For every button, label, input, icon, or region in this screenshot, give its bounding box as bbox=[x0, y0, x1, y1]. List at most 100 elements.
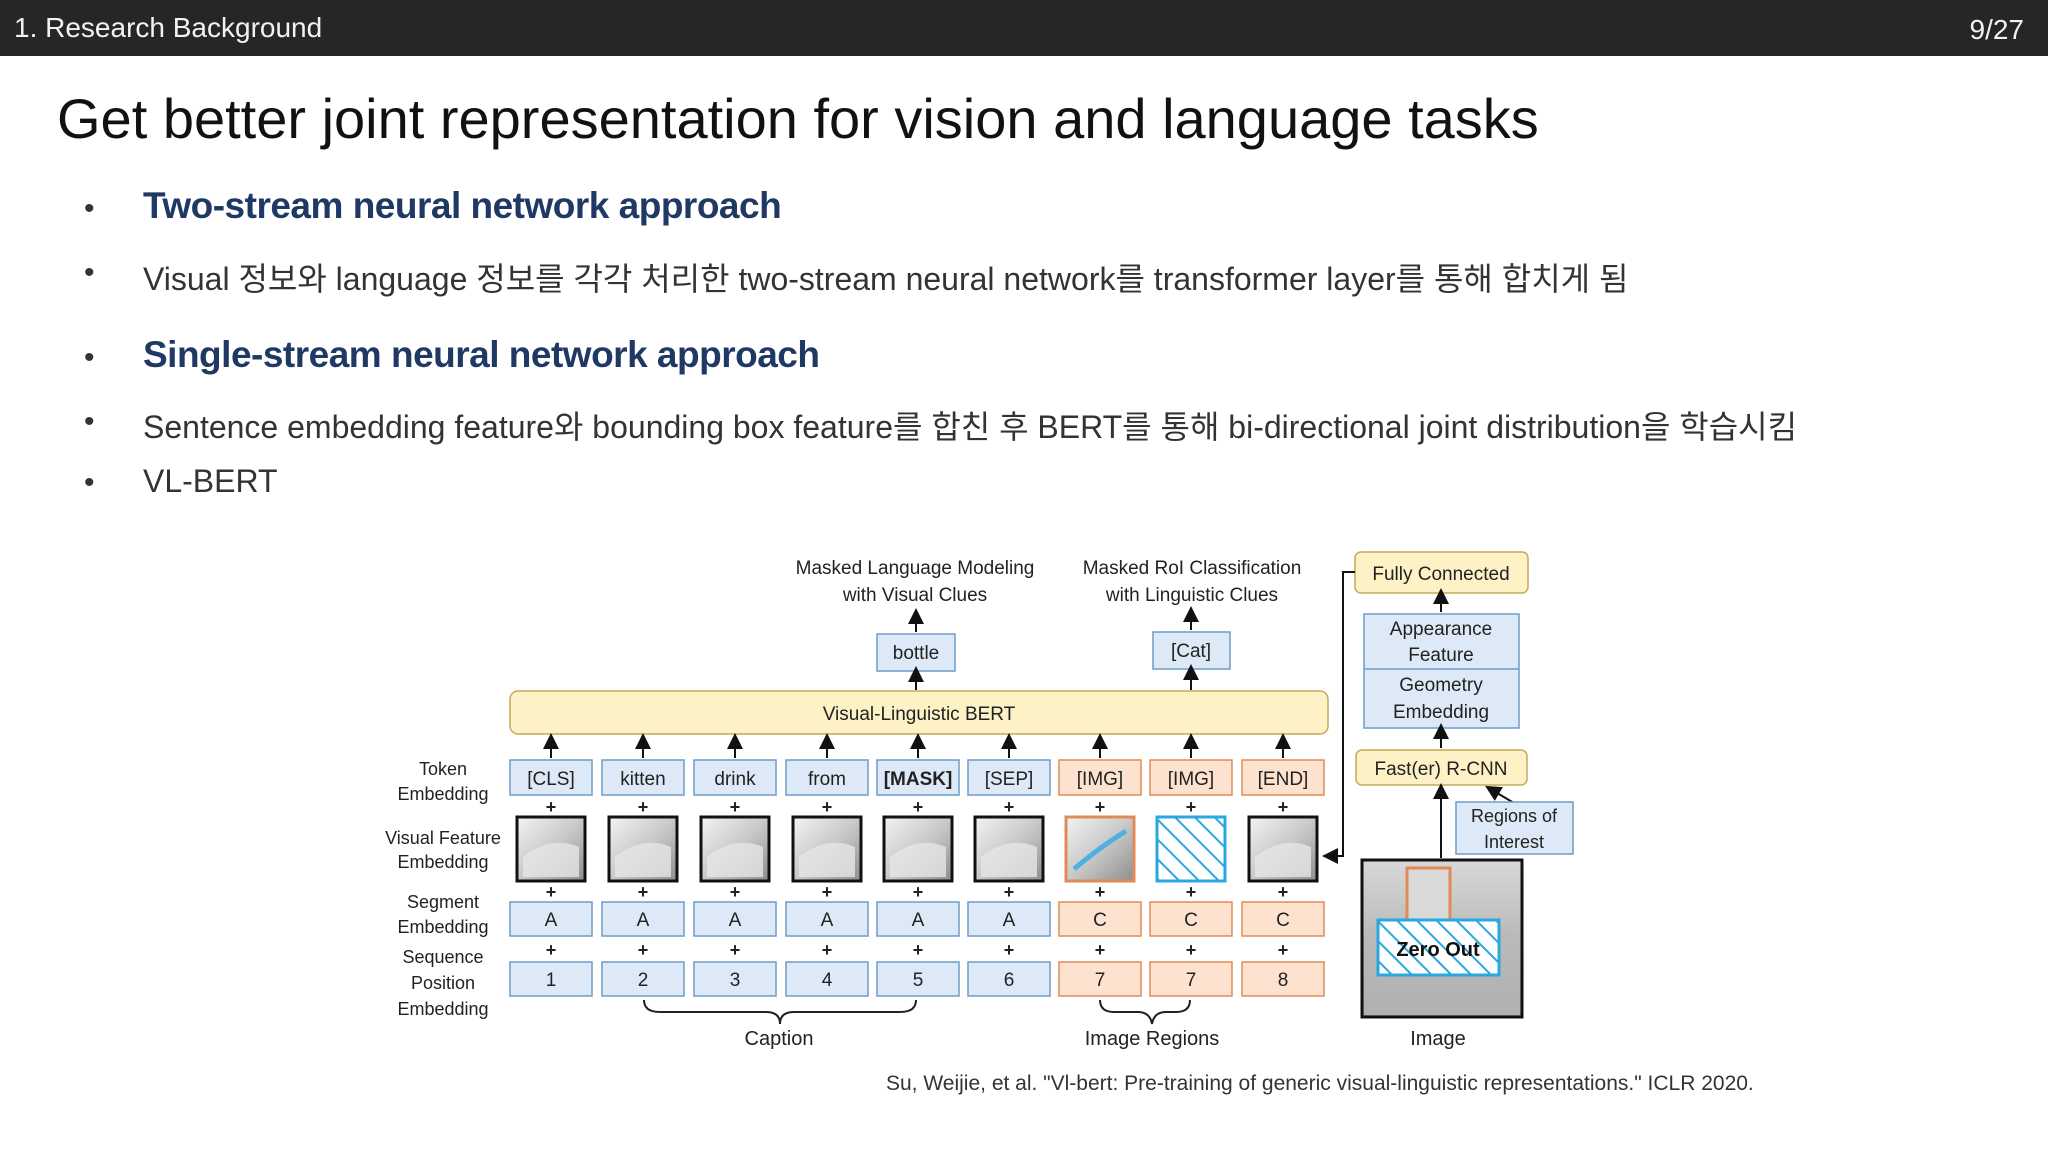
roi-line1: Regions of bbox=[1471, 806, 1558, 826]
position-box bbox=[1241, 961, 1325, 997]
token-box bbox=[601, 759, 685, 796]
plus-sign: + bbox=[1186, 797, 1197, 817]
visual-feature-detail bbox=[890, 842, 946, 877]
plus-sign: + bbox=[1004, 882, 1015, 902]
row-label-segment-2: Embedding bbox=[397, 917, 488, 937]
plus-sign: + bbox=[1095, 797, 1106, 817]
slide-title: Get better joint representation for visi… bbox=[57, 87, 1539, 150]
token-box bbox=[967, 759, 1051, 796]
position-box bbox=[693, 961, 777, 997]
visual-feature-thumbnail bbox=[1064, 815, 1136, 883]
plus-sign: + bbox=[1278, 797, 1289, 817]
visual-feature-detail bbox=[799, 842, 855, 877]
row-label-position-1: Sequence bbox=[402, 947, 483, 967]
segment-label: A bbox=[545, 910, 558, 931]
bullet-vl-bert: VL-BERT bbox=[143, 463, 278, 499]
visual-feature-detail bbox=[1255, 842, 1311, 877]
image-caption: Image bbox=[1410, 1028, 1466, 1050]
segment-label: C bbox=[1276, 910, 1290, 931]
mlm-heading-line1: Masked Language Modeling bbox=[796, 558, 1035, 579]
plus-sign: + bbox=[1004, 940, 1015, 960]
mlm-heading-line2: with Visual Clues bbox=[842, 585, 987, 606]
visual-feature-detail bbox=[1072, 828, 1128, 871]
bullet-single-stream-desc: Sentence embedding feature와 bounding box… bbox=[143, 409, 1798, 445]
plus-sign: + bbox=[1186, 882, 1197, 902]
mrc-heading-line1: Masked RoI Classification bbox=[1083, 558, 1302, 579]
row-label-position-2: Position bbox=[411, 973, 475, 993]
zero-out-box bbox=[1376, 918, 1501, 977]
plus-sign: + bbox=[1278, 882, 1289, 902]
bullet-two-stream-desc: Visual 정보와 language 정보를 각각 처리한 two-strea… bbox=[143, 261, 1629, 297]
bullet-dot: • bbox=[84, 405, 95, 438]
token-label: kitten bbox=[620, 769, 665, 790]
bullet-heading-single-stream: Single-stream neural network approach bbox=[143, 334, 820, 375]
plus-sign: + bbox=[730, 940, 741, 960]
segment-box bbox=[876, 901, 960, 937]
appearance-feature-box bbox=[1363, 613, 1520, 729]
output-bottle-label: bottle bbox=[893, 643, 939, 664]
segment-label: A bbox=[821, 910, 834, 931]
token-label: [MASK] bbox=[884, 769, 953, 790]
geometry-embedding-line2: Embedding bbox=[1393, 702, 1489, 723]
position-label: 3 bbox=[730, 970, 741, 991]
token-label: [IMG] bbox=[1077, 769, 1123, 790]
section-title: 1. Research Background bbox=[14, 12, 323, 43]
plus-sign: + bbox=[822, 940, 833, 960]
token-label: [IMG] bbox=[1168, 769, 1214, 790]
segment-label: C bbox=[1093, 910, 1107, 931]
position-label: 5 bbox=[913, 970, 924, 991]
token-label: [CLS] bbox=[527, 769, 575, 790]
segment-box bbox=[509, 901, 593, 937]
position-box bbox=[1058, 961, 1142, 997]
plus-sign: + bbox=[638, 882, 649, 902]
segment-box bbox=[1241, 901, 1325, 937]
page-number: 9/27 bbox=[1969, 14, 2025, 45]
plus-sign: + bbox=[730, 882, 741, 902]
segment-box bbox=[1058, 901, 1142, 937]
plus-sign: + bbox=[546, 797, 557, 817]
position-box bbox=[1149, 961, 1233, 997]
row-label-segment-1: Segment bbox=[407, 892, 479, 912]
feedback-connector bbox=[1322, 571, 1355, 864]
token-box bbox=[693, 759, 777, 796]
token-box bbox=[1058, 759, 1142, 796]
bullet-dot: • bbox=[84, 341, 95, 374]
input-image-bottle-box bbox=[1405, 866, 1452, 922]
segment-label: A bbox=[1003, 910, 1016, 931]
plus-sign: + bbox=[546, 882, 557, 902]
plus-sign: + bbox=[1004, 797, 1015, 817]
bullet-dot: • bbox=[84, 192, 95, 225]
caption-brace-label: Caption bbox=[745, 1028, 814, 1050]
output-cat-label: [Cat] bbox=[1171, 641, 1211, 662]
position-label: 8 bbox=[1278, 970, 1289, 991]
appearance-feature-line1: Appearance bbox=[1390, 619, 1492, 640]
row-label-position-3: Embedding bbox=[397, 999, 488, 1019]
mrc-heading-line2: with Linguistic Clues bbox=[1105, 585, 1278, 606]
plus-sign: + bbox=[913, 940, 924, 960]
visual-feature-detail bbox=[981, 842, 1037, 877]
plus-sign: + bbox=[1278, 940, 1289, 960]
vl-bert-diagram: Masked Language Modeling with Visual Clu… bbox=[385, 551, 1574, 1050]
segment-label: A bbox=[912, 910, 925, 931]
token-box bbox=[1241, 759, 1325, 796]
image-regions-brace-label: Image Regions bbox=[1085, 1028, 1220, 1050]
token-box bbox=[509, 759, 593, 796]
position-label: 7 bbox=[1095, 970, 1106, 991]
position-label: 1 bbox=[546, 970, 557, 991]
plus-sign: + bbox=[730, 797, 741, 817]
segment-box bbox=[693, 901, 777, 937]
top-bar: 1. Research Background 9/27 bbox=[0, 0, 2048, 56]
token-label: from bbox=[808, 769, 846, 790]
plus-sign: + bbox=[1186, 940, 1197, 960]
plus-sign: + bbox=[822, 797, 833, 817]
plus-sign: + bbox=[1095, 882, 1106, 902]
bullet-dot: • bbox=[84, 256, 95, 289]
segment-label: C bbox=[1184, 910, 1198, 931]
rcnn-label: Fast(er) R-CNN bbox=[1375, 759, 1508, 780]
row-label-token-1: Token bbox=[419, 759, 467, 779]
token-box bbox=[1149, 759, 1233, 796]
position-box bbox=[601, 961, 685, 997]
plus-sign: + bbox=[913, 797, 924, 817]
position-label: 7 bbox=[1186, 970, 1197, 991]
visual-feature-detail bbox=[523, 842, 579, 877]
